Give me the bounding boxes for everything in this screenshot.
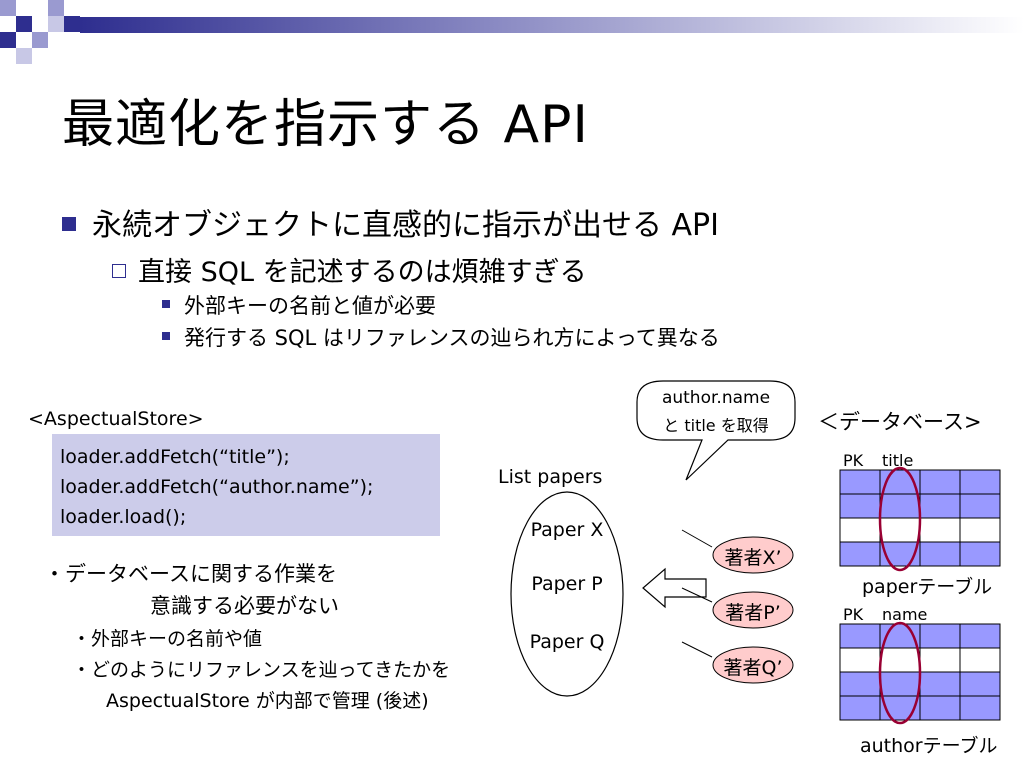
connector-line [681,641,713,658]
author-oval [712,536,794,574]
note-line: ・外部キーの名前や値 [72,628,263,650]
author-oval [712,591,794,629]
name-column-highlight [878,621,922,725]
code-block: loader.addFetch(“title”); loader.addFetc… [52,434,440,536]
small-square-bullet-icon [162,332,170,340]
code-line: loader.addFetch(“title”); [60,446,290,468]
author-table [839,621,1001,725]
bubble-text: と title を取得 [663,416,769,435]
connector-line [681,587,713,603]
square-bullet-icon [62,216,76,231]
hollow-square-bullet-icon [112,263,126,278]
paper-table-col-pk: PK [843,451,864,470]
store-label: <AspectualStore> [28,408,204,430]
paper-item: Paper Q [529,631,605,653]
note-line: ・データベースに関する作業を [44,562,337,586]
paper-item: Paper P [531,573,603,595]
bullet-level3-2: 発行する SQL はリファレンスの辿られ方によって異なる [162,322,720,352]
author-item: 著者X’ [724,547,782,569]
speech-bubble [636,380,796,481]
paper-item: Paper X [530,519,604,541]
author-oval [712,646,794,684]
note-line: ・どのようにリファレンスを辿ってきたかを [72,659,451,681]
author-item: 著者P’ [725,602,781,624]
bullet-level2: 直接 SQL を記述するのは煩雑すぎる [112,250,587,289]
bullet-level1: 永続オブジェクトに直感的に指示が出せる API [62,200,719,244]
bubble-text: author.name [661,388,771,408]
paper-table-col-title: title [882,451,914,470]
page-title: 最適化を指示する API [62,95,589,155]
paper-table-caption: paperテーブル [862,576,993,598]
small-square-bullet-icon [162,300,170,308]
list-label: List papers [498,466,603,488]
author-item: 著者Q’ [723,657,783,679]
paper-table [839,466,1001,572]
author-table-col-name: name [882,605,928,624]
note-line: AspectualStore が内部で管理 (後述) [106,690,429,712]
code-line: loader.load(); [60,506,187,528]
author-table-col-pk: PK [843,605,864,624]
author-table-caption: authorテーブル [860,735,998,757]
code-line: loader.addFetch(“author.name”); [60,476,374,498]
bullet-level3-1: 外部キーの名前と値が必要 [162,290,436,320]
db-label: ＜データベース> [818,410,982,434]
hollow-arrow-icon [642,567,707,609]
title-column-highlight [878,466,922,572]
papers-ellipse [510,491,624,697]
connector-line [681,529,713,548]
note-line: 意識する必要がない [150,594,339,618]
